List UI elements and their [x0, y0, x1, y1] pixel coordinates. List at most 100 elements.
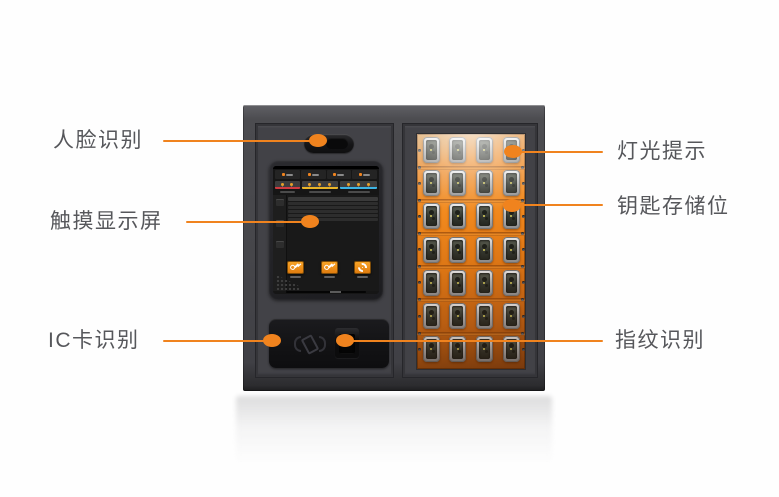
table-row [288, 210, 378, 213]
wave-left-icon [294, 336, 301, 352]
key-slot-window [505, 272, 517, 293]
key-slot [422, 170, 440, 197]
screen-action-button [354, 261, 371, 278]
lock-icon [333, 173, 337, 176]
key-slot-window [478, 140, 490, 160]
key-slot-window [505, 173, 517, 194]
key-slot [502, 203, 520, 230]
panel-row-divider [417, 298, 525, 303]
key-storage-panel [417, 134, 525, 369]
key-slot-window [478, 306, 490, 326]
key-slot-window [425, 272, 437, 293]
key-slot [422, 137, 440, 163]
lock-icon [359, 173, 363, 176]
key-slot-window [478, 339, 490, 360]
right-door-panel [402, 123, 538, 378]
table-row [288, 214, 378, 217]
key-dot-icon [318, 182, 322, 186]
callout-label-fingerprint: 指纹识别 [615, 329, 705, 352]
key-slot-window [505, 339, 517, 360]
callout-label-light-indicator: 灯光提示 [617, 140, 707, 163]
rail-screw [417, 181, 421, 185]
screen-tab [275, 170, 300, 179]
key-slot [422, 269, 440, 296]
table-header-row [288, 197, 378, 201]
key-slot [422, 236, 440, 263]
screen-action-button [287, 261, 304, 278]
floor-reflection [236, 396, 552, 480]
key-slot [502, 303, 520, 329]
key-dot-icon [308, 182, 312, 186]
screen-action-buttons [287, 261, 371, 278]
gear-icon [354, 261, 371, 274]
rail-screw [521, 347, 525, 351]
group-caption-bar [275, 190, 300, 194]
lock-icon [307, 173, 311, 176]
fingerprint-window [339, 334, 355, 354]
screen-tab-row [273, 169, 379, 180]
key-slot-window [478, 206, 490, 227]
key-slot [502, 336, 520, 363]
tab-text-bar [285, 173, 293, 176]
key-slot [475, 336, 493, 363]
screen-body [273, 195, 379, 291]
key-slot [475, 269, 493, 296]
key-slot-window [505, 140, 517, 160]
group-caption-bar [302, 190, 339, 194]
card-reader-deck [269, 319, 389, 368]
screen-sidebar [273, 195, 287, 291]
button-caption-bar [290, 276, 301, 278]
touch-screen [269, 161, 383, 300]
tab-text-bar [311, 173, 319, 176]
key-dot-icon [367, 182, 371, 186]
key-icon [323, 261, 336, 274]
rail-screw [521, 281, 525, 285]
key-dot-icon [290, 182, 294, 186]
left-door-panel [255, 123, 394, 378]
lock-icon [281, 173, 285, 176]
key-slot [475, 303, 493, 329]
table-row [288, 206, 378, 209]
screen-status-bar [273, 166, 379, 169]
wave-right-icon [319, 336, 326, 352]
callout-label-key-storage: 钥匙存储位 [617, 195, 730, 218]
key-slot-window [452, 173, 464, 194]
rail-screw [417, 214, 421, 218]
table-row [288, 202, 378, 205]
fingerprint-scanner [335, 328, 359, 358]
key-slot-window [478, 272, 490, 293]
rail-screw [417, 314, 421, 318]
key-slot-window [452, 140, 464, 160]
key-slot [449, 203, 467, 230]
key-dot-icon [328, 182, 332, 186]
gear-icon [358, 263, 367, 272]
key-slot-window [452, 306, 464, 326]
key-slot-window [425, 173, 437, 194]
key-slot [449, 137, 467, 163]
rail-screw [417, 281, 421, 285]
rail-screw [417, 148, 421, 152]
rail-screw [417, 347, 421, 351]
screen-key-groups [273, 180, 379, 189]
key-slot-window [505, 206, 517, 227]
key-slot-window [452, 239, 464, 260]
panel-row-divider [417, 265, 525, 270]
panel-row-divider [417, 165, 525, 170]
screen-key-group [340, 181, 377, 189]
key-slot [449, 336, 467, 363]
panel-row-divider [417, 198, 525, 203]
key-slot [502, 170, 520, 197]
screen-home-bar [285, 291, 367, 293]
key-slot [502, 236, 520, 263]
rail-screw [521, 248, 525, 252]
rail-screw [417, 248, 421, 252]
callout-label-touch-screen: 触摸显示屏 [50, 210, 163, 233]
rail-screw [521, 148, 525, 152]
ic-card-icon [283, 331, 337, 357]
key-slot [475, 236, 493, 263]
key-dot-icon [281, 182, 285, 186]
key-slot [449, 170, 467, 197]
key-dot-icon [347, 182, 351, 186]
key-slot-window [478, 239, 490, 260]
